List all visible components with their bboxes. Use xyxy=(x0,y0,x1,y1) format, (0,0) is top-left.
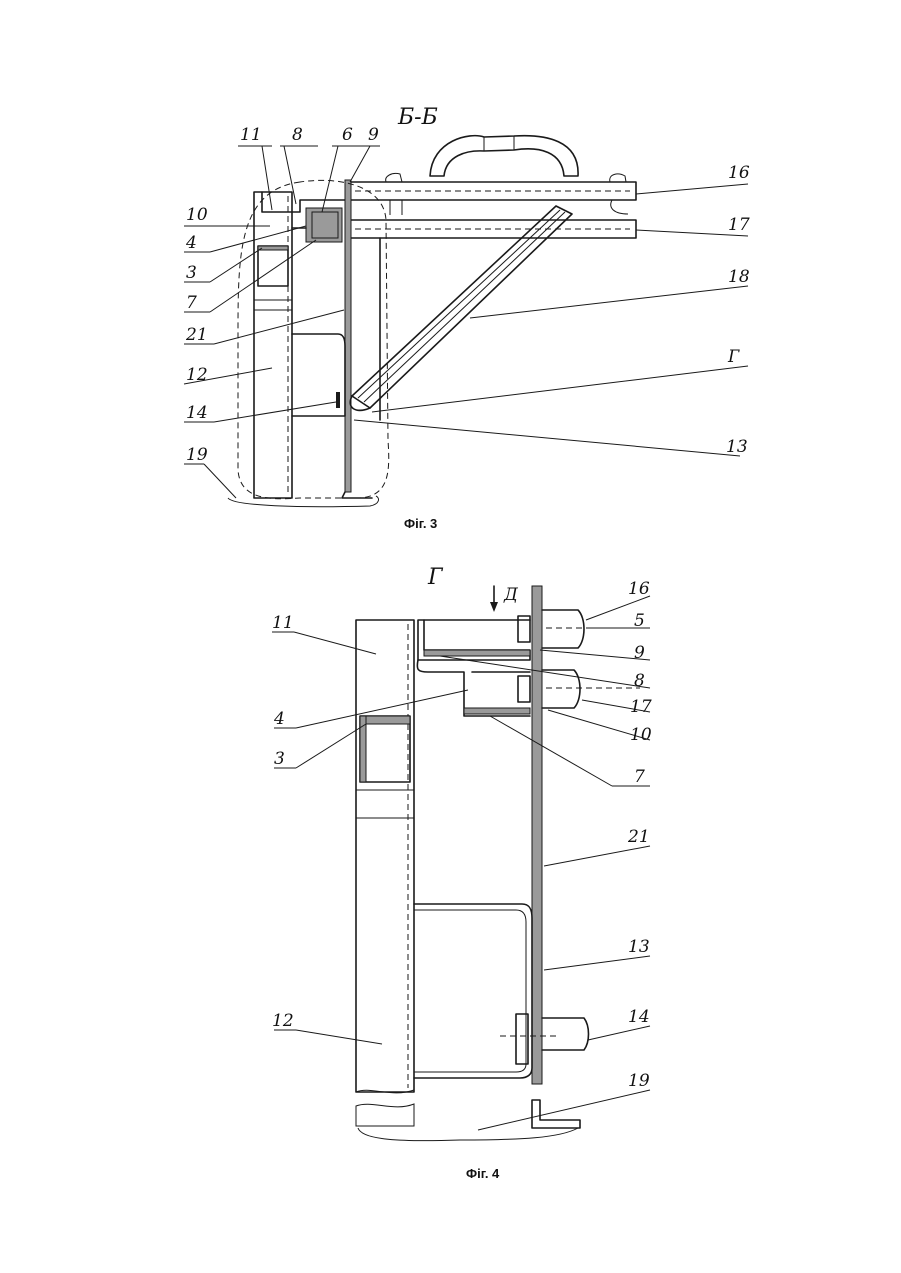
fig4-bolt-17 xyxy=(518,676,530,702)
fig4-view-title: Г xyxy=(427,565,444,590)
fig4-label-12: 12 xyxy=(272,1011,294,1031)
fig3-label-G: Г xyxy=(727,347,740,367)
fig3-label-16: 16 xyxy=(728,163,750,183)
fig3-bar-end xyxy=(611,200,628,214)
fig3-bar-16 xyxy=(348,182,636,200)
fig4-tube-3 xyxy=(360,716,410,782)
fig3-label-7: 7 xyxy=(186,293,197,313)
fig3-section-title: Б-Б xyxy=(397,105,438,130)
figure-3: Б-Б xyxy=(184,105,750,531)
fig3-leaders xyxy=(184,146,748,498)
fig4-label-14: 14 xyxy=(628,1007,650,1027)
fig3-part-14 xyxy=(336,392,340,408)
fig4-plate-21 xyxy=(532,586,542,1084)
fig3-label-17: 17 xyxy=(728,215,750,235)
fig3-caption: Фіг. 3 xyxy=(404,516,437,531)
fig4-label-19: 19 xyxy=(628,1071,650,1091)
fig3-bolt xyxy=(386,173,402,182)
fig3-strut-line xyxy=(364,212,565,402)
fig4-view-arrowhead xyxy=(490,602,498,612)
fig4-profile-7-wall xyxy=(464,708,530,714)
fig4-tube-3-wall-top xyxy=(360,716,410,724)
fig4-label-17: 17 xyxy=(630,697,652,717)
fig3-tube-3 xyxy=(258,246,288,286)
fig3-label-14: 14 xyxy=(186,403,208,423)
fig3-bolt-shank xyxy=(390,200,402,215)
fig3-bolt xyxy=(610,174,626,182)
figure-4: Г Д xyxy=(272,565,652,1181)
fig4-label-10: 10 xyxy=(630,725,652,745)
fig3-label-10: 10 xyxy=(186,205,208,225)
fig4-leaders xyxy=(272,596,650,1130)
fig3-label-13: 13 xyxy=(726,437,748,457)
fig4-shaft-14 xyxy=(542,1018,589,1050)
fig4-label-9: 9 xyxy=(634,643,645,663)
fig3-profile-6 xyxy=(306,208,342,242)
fig3-label-11: 11 xyxy=(240,125,262,145)
fig4-label-21: 21 xyxy=(627,827,650,847)
fig3-label-21: 21 xyxy=(185,325,208,345)
fig4-profile-9-wall xyxy=(424,650,530,656)
fig3-label-18: 18 xyxy=(728,267,750,287)
fig3-label-8: 8 xyxy=(292,125,303,145)
fig4-bar-16 xyxy=(542,610,584,648)
fig4-label-13: 13 xyxy=(628,937,650,957)
fig4-label-11: 11 xyxy=(272,613,294,633)
fig3-handle xyxy=(430,136,578,176)
fig4-post-lower-stub xyxy=(356,1104,414,1126)
fig4-floor-19 xyxy=(358,1128,578,1141)
fig4-view-arrow-label: Д xyxy=(503,585,519,605)
fig4-caption: Фіг. 4 xyxy=(466,1166,500,1181)
fig4-label-8: 8 xyxy=(634,671,645,691)
fig4-bar-17 xyxy=(542,670,580,708)
fig3-label-6: 6 xyxy=(342,125,353,145)
fig4-label-7: 7 xyxy=(634,767,645,787)
fig3-plate-21 xyxy=(345,180,351,492)
fig4-bracket-inner xyxy=(414,910,526,1072)
fig3-label-4: 4 xyxy=(185,233,197,253)
fig3-post-12 xyxy=(254,192,292,498)
fig3-label-9: 9 xyxy=(368,125,379,145)
fig4-bracket xyxy=(414,904,532,1078)
fig4-post-12 xyxy=(356,620,414,1092)
fig3-bar-17 xyxy=(348,220,636,238)
fig4-label-5: 5 xyxy=(634,611,645,631)
fig3-label-19: 19 xyxy=(186,445,208,465)
fig3-label-12: 12 xyxy=(186,365,208,385)
fig4-foot-19 xyxy=(532,1100,580,1128)
fig3-strut-end xyxy=(350,396,370,410)
fig4-label-16: 16 xyxy=(628,579,650,599)
fig3-tube-3-wall xyxy=(258,246,288,250)
fig3-label-3: 3 xyxy=(186,263,197,283)
fig4-label-3: 3 xyxy=(274,749,285,769)
fig4-label-4: 4 xyxy=(273,709,285,729)
